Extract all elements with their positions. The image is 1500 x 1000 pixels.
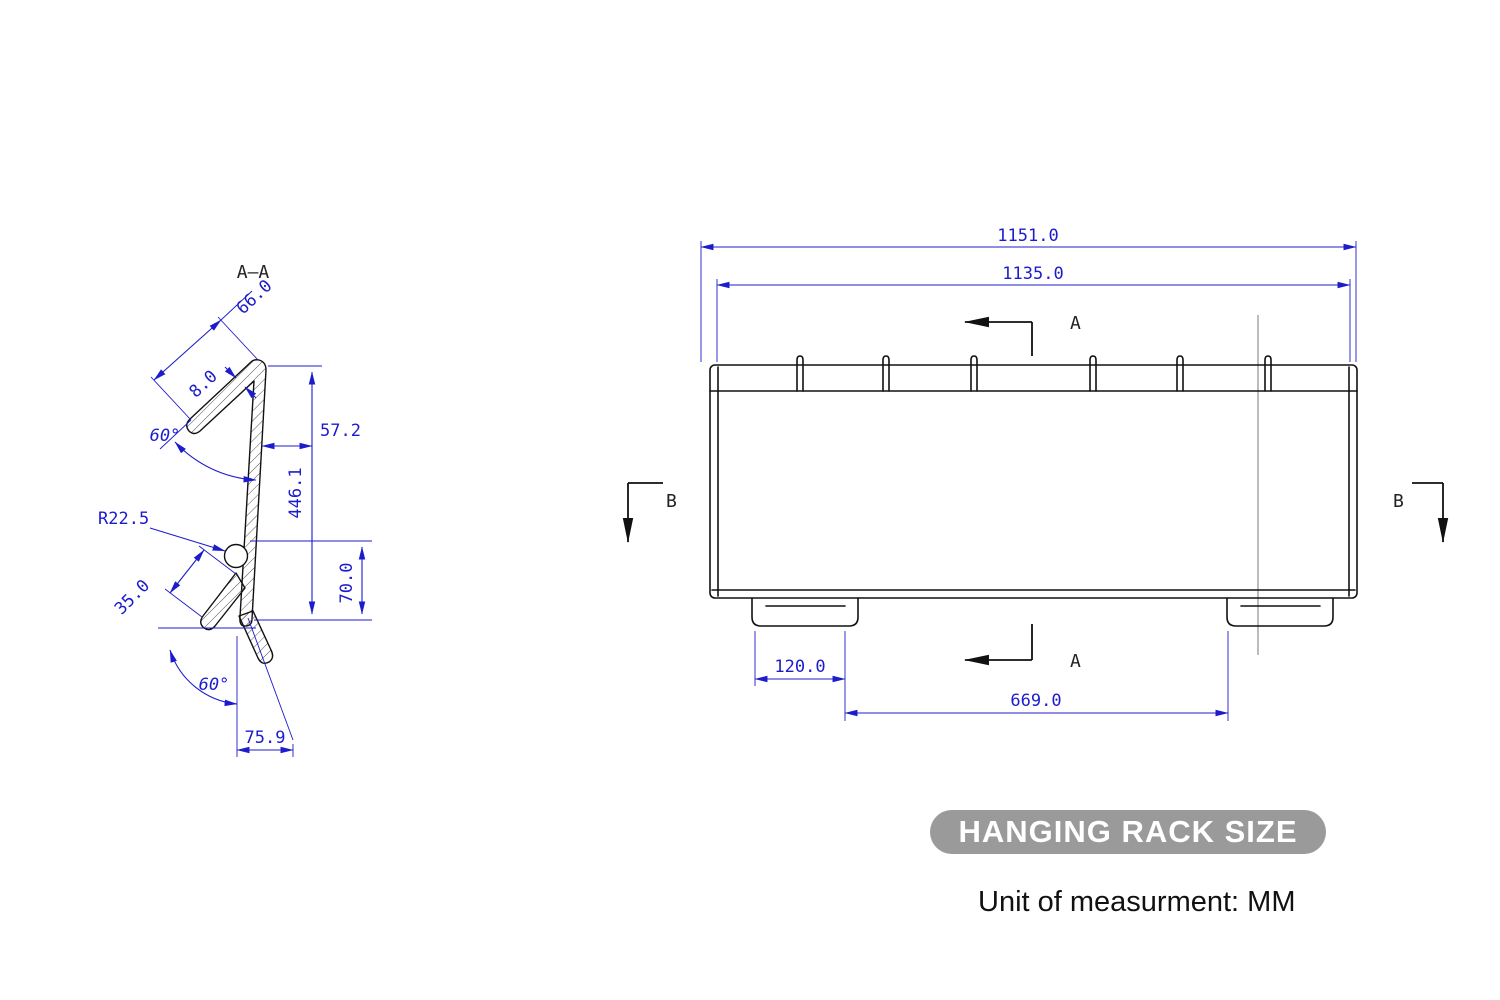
unit-note: Unit of measurment: MM (978, 886, 1296, 918)
dim-bottom-angle-label: 60° (199, 675, 230, 695)
profile-hook-lip (200, 572, 246, 631)
hook-hole (223, 543, 249, 569)
dim-hook-height: 70.0 (250, 540, 372, 615)
dim-overall-width: 1151.0 (700, 226, 1357, 362)
dim-top-offset: 57.2 (261, 421, 361, 450)
dim-bottom-angle: 60° (158, 617, 294, 741)
section-view-title: A—A (237, 262, 270, 283)
top-hooks (796, 355, 1272, 392)
section-label-b-left: B (666, 491, 677, 512)
section-marker-b-right: B (1393, 482, 1449, 544)
dim-inner-width: 1135.0 (716, 264, 1351, 362)
dim-foot-spacing-label: 669.0 (1010, 691, 1061, 711)
dim-hook-radius-label: R22.5 (98, 509, 149, 529)
dim-top-angle: 60° (150, 419, 257, 483)
dim-back-height: 446.1 (254, 365, 372, 621)
section-label-a-bottom: A (1070, 651, 1081, 672)
section-label-a-top: A (1070, 313, 1081, 334)
section-label-b-right: B (1393, 491, 1404, 512)
dim-back-height-label: 446.1 (286, 467, 306, 518)
dim-top-angle-label: 60° (150, 426, 181, 446)
title-badge-text: HANGING RACK SIZE (958, 814, 1298, 849)
dim-hook-length-label: 35.0 (111, 576, 154, 619)
section-marker-a-top: A (963, 313, 1081, 356)
dim-bottom-width-label: 75.9 (245, 728, 286, 748)
dim-hook-height-label: 70.0 (337, 563, 357, 604)
dim-overall-width-label: 1151.0 (997, 226, 1058, 246)
dim-bottom-width: 75.9 (236, 636, 294, 757)
rack-body (709, 364, 1358, 599)
dim-hook-radius: R22.5 (98, 509, 226, 552)
section-marker-a-bottom: A (963, 624, 1081, 672)
dim-foot-width-label: 120.0 (774, 657, 825, 677)
dim-foot-width: 120.0 (754, 631, 846, 721)
dim-foot-spacing: 669.0 (844, 631, 1229, 721)
section-marker-b-left: B (622, 482, 677, 544)
profile (186, 359, 274, 665)
section-view: A—A 66.0 8.0 (98, 262, 372, 757)
front-view: 1151.0 1135.0 A A B (622, 226, 1449, 721)
profile-bottom-lip (238, 610, 274, 665)
mounting-feet (751, 597, 1334, 627)
dim-top-offset-label: 57.2 (320, 421, 361, 441)
title-badge: HANGING RACK SIZE (930, 810, 1326, 854)
dim-inner-width-label: 1135.0 (1002, 264, 1063, 284)
